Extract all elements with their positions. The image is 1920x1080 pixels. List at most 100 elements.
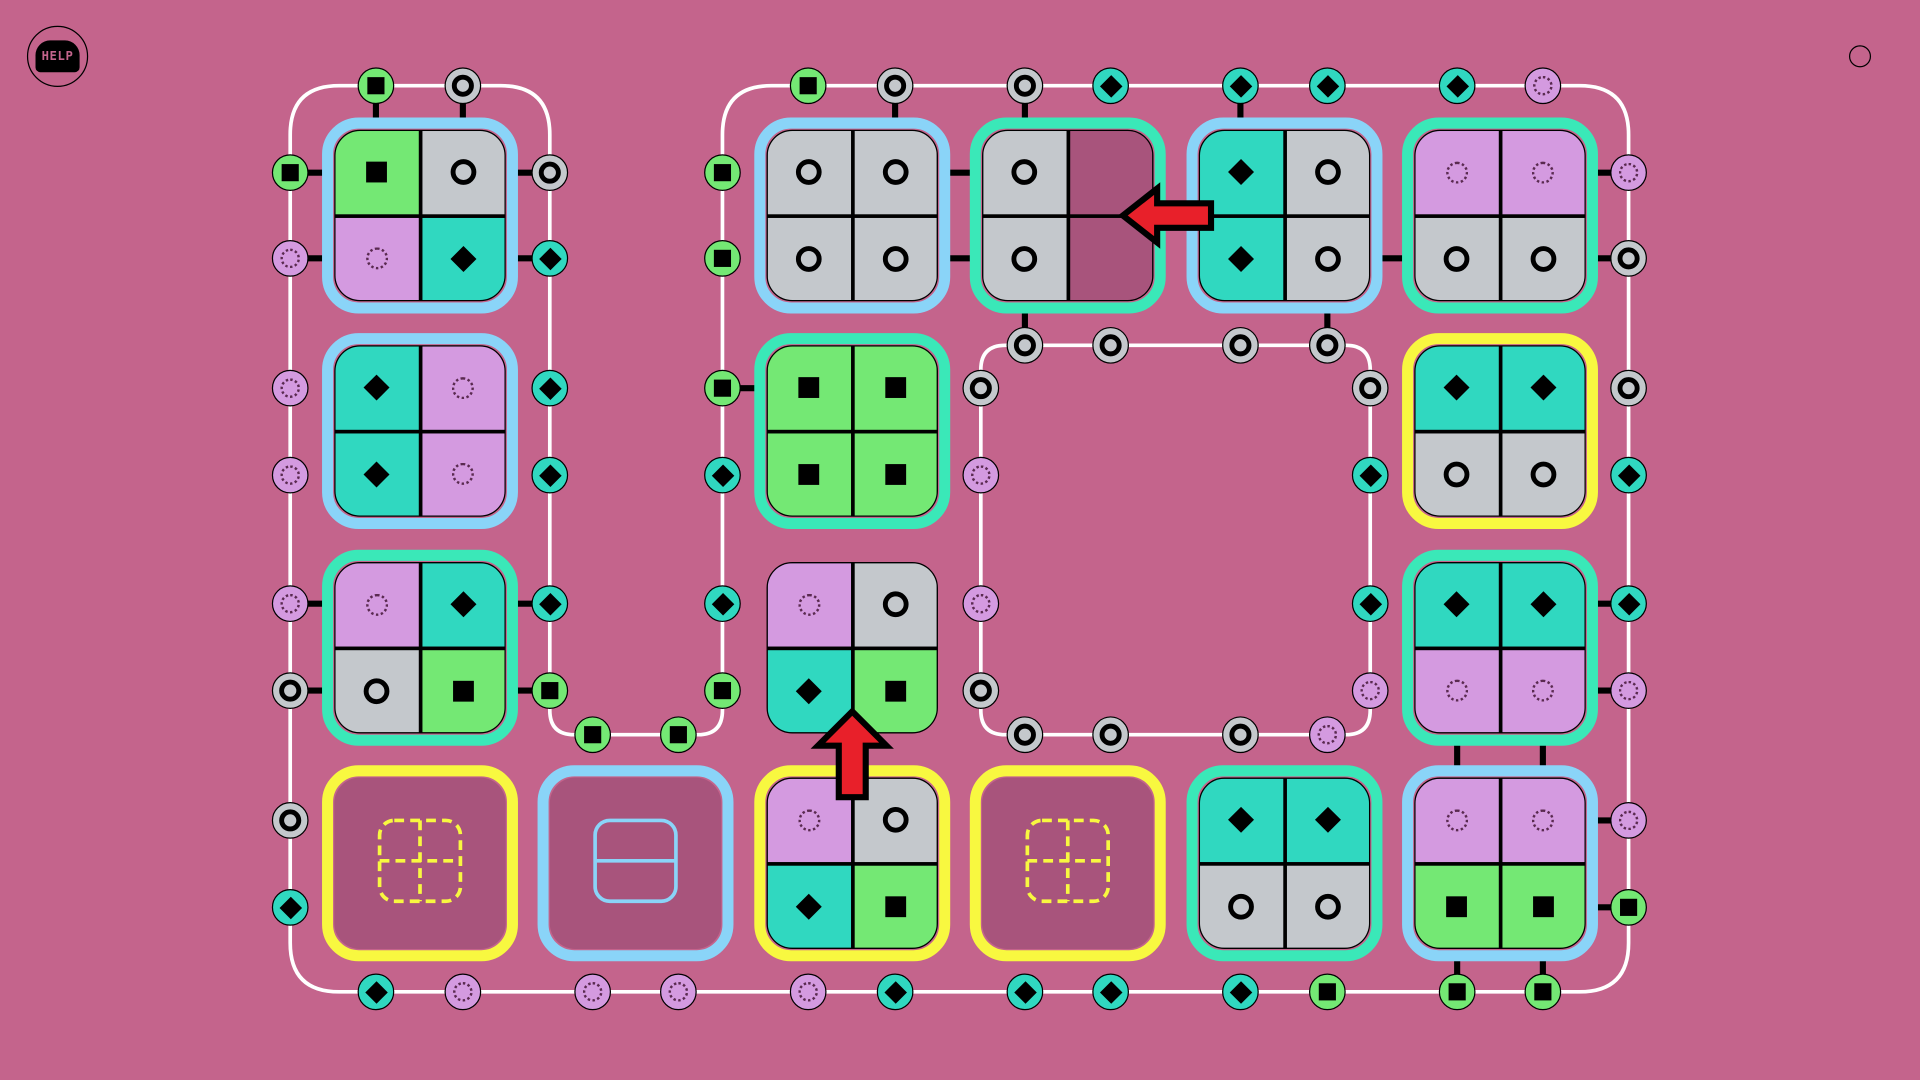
connector-node[interactable] [271, 672, 309, 709]
connector-node[interactable] [531, 154, 569, 192]
ring-icon [882, 591, 909, 618]
puzzle-tile[interactable] [322, 765, 518, 962]
connector-node[interactable] [876, 67, 914, 105]
tile-quadrant [1286, 865, 1369, 948]
diamond-icon [363, 461, 390, 488]
connector-node[interactable] [1351, 585, 1389, 623]
connector-node[interactable] [962, 672, 1000, 709]
connector-node[interactable] [1351, 369, 1389, 407]
connector-node[interactable] [1610, 456, 1647, 494]
puzzle-tile[interactable] [1402, 549, 1598, 746]
connector-node[interactable] [1610, 154, 1647, 192]
puzzle-tile[interactable] [754, 765, 951, 962]
connector-node[interactable] [271, 154, 309, 192]
connector-node[interactable] [660, 716, 697, 754]
connector-node[interactable] [1308, 67, 1346, 105]
flower-icon [280, 378, 301, 398]
connector-node[interactable] [444, 67, 482, 105]
connector-node[interactable] [271, 585, 309, 623]
puzzle-tile[interactable] [537, 765, 734, 962]
tile-quadrant [767, 778, 851, 862]
connector-node[interactable] [1092, 973, 1129, 1011]
connector-node[interactable] [1351, 672, 1389, 709]
connector-node[interactable] [962, 369, 1000, 407]
diamond-icon [1228, 807, 1255, 834]
connector-node[interactable] [1610, 369, 1647, 407]
tile-quadrant [335, 649, 419, 733]
puzzle-tile[interactable] [1402, 333, 1598, 529]
connector-node[interactable] [1351, 456, 1389, 494]
flower-icon [280, 465, 301, 485]
tile-quadrant [767, 346, 851, 430]
connector-node[interactable] [531, 456, 569, 494]
connector-node[interactable] [1524, 973, 1562, 1011]
connector-node[interactable] [1006, 326, 1044, 364]
puzzle-tile[interactable] [969, 765, 1166, 962]
connector-node[interactable] [1610, 240, 1647, 277]
connector-node[interactable] [1610, 888, 1647, 926]
connector-node[interactable] [962, 456, 1000, 494]
connector-node[interactable] [271, 456, 309, 494]
puzzle-tile[interactable] [754, 117, 951, 314]
connector-node[interactable] [531, 369, 569, 407]
connector-node[interactable] [271, 888, 309, 926]
connector-node[interactable] [357, 67, 395, 105]
puzzle-tile[interactable] [754, 550, 950, 746]
connector-node[interactable] [357, 973, 395, 1011]
flower-icon [798, 982, 818, 1002]
connector-node[interactable] [1006, 67, 1044, 105]
connector-node[interactable] [1222, 973, 1259, 1011]
connector-node[interactable] [1610, 585, 1647, 623]
connector-node[interactable] [1524, 67, 1562, 105]
connector-node[interactable] [962, 585, 1000, 623]
connector-node[interactable] [574, 716, 612, 754]
puzzle-tile[interactable] [322, 117, 518, 314]
connector-node[interactable] [574, 973, 612, 1011]
connector-node[interactable] [789, 973, 827, 1011]
connector-node[interactable] [271, 240, 309, 277]
connector-node[interactable] [531, 585, 569, 623]
connector-node[interactable] [1006, 716, 1044, 754]
connector-node[interactable] [1438, 67, 1476, 105]
puzzle-tile[interactable] [1186, 765, 1383, 962]
puzzle-tile[interactable] [1186, 117, 1383, 314]
connector-node[interactable] [704, 456, 741, 494]
connector-node[interactable] [1308, 326, 1346, 364]
connector-node[interactable] [1222, 326, 1259, 364]
puzzle-tile[interactable] [1402, 765, 1598, 962]
puzzle-tile[interactable] [969, 117, 1166, 314]
connector-node[interactable] [271, 802, 309, 839]
connector-node[interactable] [1006, 973, 1044, 1011]
connector-node[interactable] [1092, 67, 1129, 105]
puzzle-tile[interactable] [754, 333, 951, 529]
connector-node[interactable] [1092, 326, 1129, 364]
connector-node[interactable] [271, 369, 309, 407]
connector-node[interactable] [444, 973, 482, 1011]
connector-node[interactable] [704, 154, 741, 192]
connector-node[interactable] [660, 973, 697, 1011]
connector-node[interactable] [1308, 716, 1346, 754]
puzzle-tile[interactable] [322, 333, 518, 529]
connector-node[interactable] [531, 240, 569, 277]
connector-node[interactable] [704, 240, 741, 277]
connector-node[interactable] [876, 973, 914, 1011]
ring-icon [1013, 723, 1036, 746]
puzzle-tile[interactable] [322, 549, 518, 746]
connector-node[interactable] [1222, 716, 1259, 754]
connector-node[interactable] [1308, 973, 1346, 1011]
puzzle-tile[interactable] [1402, 117, 1598, 314]
connector-node[interactable] [1610, 672, 1647, 709]
connector-node[interactable] [1438, 973, 1476, 1011]
help-button[interactable]: HELP [26, 25, 89, 87]
connector-node[interactable] [1610, 802, 1647, 839]
ring-icon [538, 161, 561, 184]
connector-node[interactable] [704, 369, 741, 407]
connector-node[interactable] [704, 585, 741, 623]
connector-node[interactable] [531, 672, 569, 709]
connector-node[interactable] [1092, 716, 1129, 754]
connector-node[interactable] [704, 672, 741, 709]
connector-node[interactable] [1222, 67, 1259, 105]
ring-icon [1013, 334, 1036, 357]
menu-circle-button[interactable] [1848, 45, 1872, 68]
connector-node[interactable] [789, 67, 827, 105]
